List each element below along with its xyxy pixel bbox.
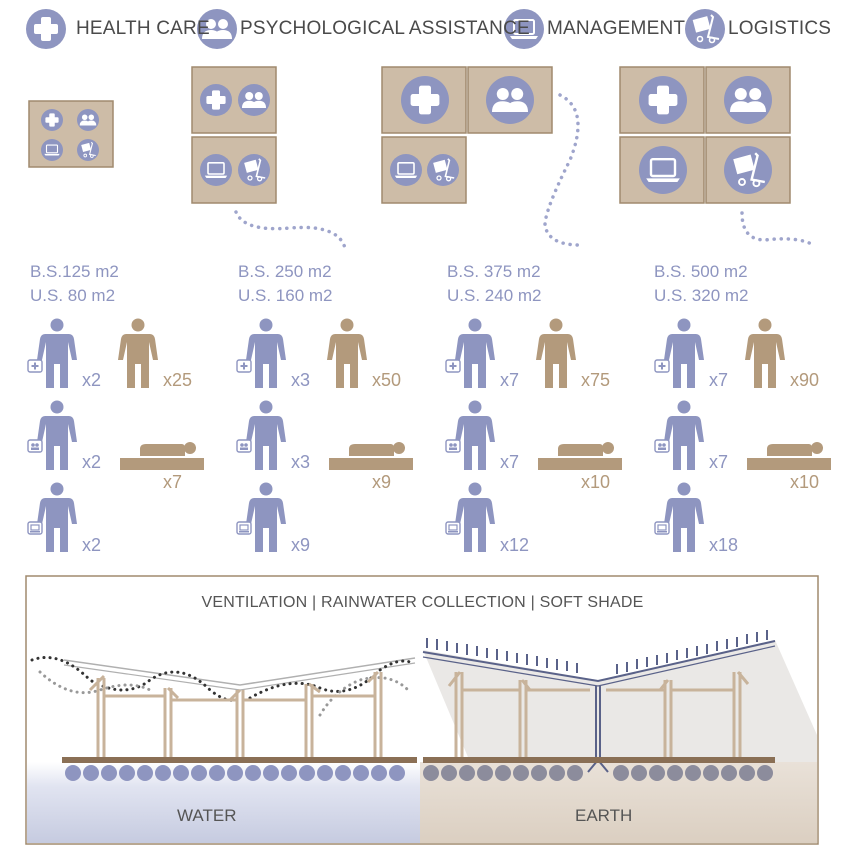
people-column-3	[445, 318, 622, 552]
built-surface: B.S. 375 m2	[447, 262, 541, 281]
psych-staff-count: x3	[291, 452, 311, 472]
legend-health-care-label: HEALTH CARE	[76, 18, 210, 39]
legend-psychological-label: PSYCHOLOGICAL ASSISTANCE	[240, 18, 530, 39]
health-staff-count: x7	[500, 370, 520, 390]
legend-psychological: PSYCHOLOGICAL ASSISTANCE	[234, 8, 530, 50]
section-title: VENTILATION | RAINWATER COLLECTION | SOF…	[201, 594, 644, 611]
usable-surface: U.S. 320 m2	[654, 286, 749, 305]
people-column-4	[654, 318, 831, 552]
patients-standing-count: x90	[790, 370, 820, 390]
module-2-plan	[191, 66, 347, 250]
mgmt-staff-count: x2	[82, 535, 102, 555]
legend-logistics-label: LOGISTICS	[728, 18, 832, 39]
module-3-stats: B.S. 375 m2 U.S. 240 m2	[447, 260, 542, 308]
usable-surface: U.S. 80 m2	[30, 286, 116, 305]
mgmt-staff-count: x12	[500, 535, 530, 555]
structure-section	[25, 575, 819, 845]
patients-standing-count: x75	[581, 370, 611, 390]
module-2-stats: B.S. 250 m2 U.S. 160 m2	[238, 260, 333, 308]
people-column-1	[27, 318, 204, 552]
mgmt-staff-count: x9	[291, 535, 311, 555]
patients-standing-count: x50	[372, 370, 402, 390]
patients-lying-count: x10	[790, 472, 820, 492]
psych-staff-count: x7	[709, 452, 729, 472]
built-surface: B.S. 500 m2	[654, 262, 748, 281]
module-4-plan	[619, 66, 817, 248]
usable-surface: U.S. 240 m2	[447, 286, 542, 305]
water-label: WATER	[177, 806, 237, 825]
legend-management: MANAGEMENT	[541, 8, 685, 50]
logistics-icon	[685, 9, 725, 49]
module-4-stats: B.S. 500 m2 U.S. 320 m2	[654, 260, 749, 308]
patients-lying-count: x10	[581, 472, 611, 492]
legend-management-label: MANAGEMENT	[547, 18, 686, 39]
health-staff-count: x3	[291, 370, 311, 390]
patients-lying-count: x9	[372, 472, 392, 492]
module-1-plan	[28, 100, 114, 168]
patients-standing-count: x25	[163, 370, 193, 390]
mgmt-staff-count: x18	[709, 535, 739, 555]
module-3-plan	[381, 66, 582, 247]
built-surface: B.S.125 m2	[30, 262, 119, 281]
legend-logistics: LOGISTICS	[722, 8, 831, 50]
health-care-icon	[26, 9, 66, 49]
psych-staff-count: x2	[82, 452, 102, 472]
psych-staff-count: x7	[500, 452, 520, 472]
people-column-2	[236, 318, 413, 552]
legend-health-care: HEALTH CARE	[70, 8, 210, 50]
health-staff-count: x7	[709, 370, 729, 390]
patients-lying-count: x7	[163, 472, 183, 492]
usable-surface: U.S. 160 m2	[238, 286, 333, 305]
built-surface: B.S. 250 m2	[238, 262, 332, 281]
health-staff-count: x2	[82, 370, 102, 390]
module-1-stats: B.S.125 m2 U.S. 80 m2	[30, 260, 119, 308]
earth-label: EARTH	[575, 806, 633, 825]
